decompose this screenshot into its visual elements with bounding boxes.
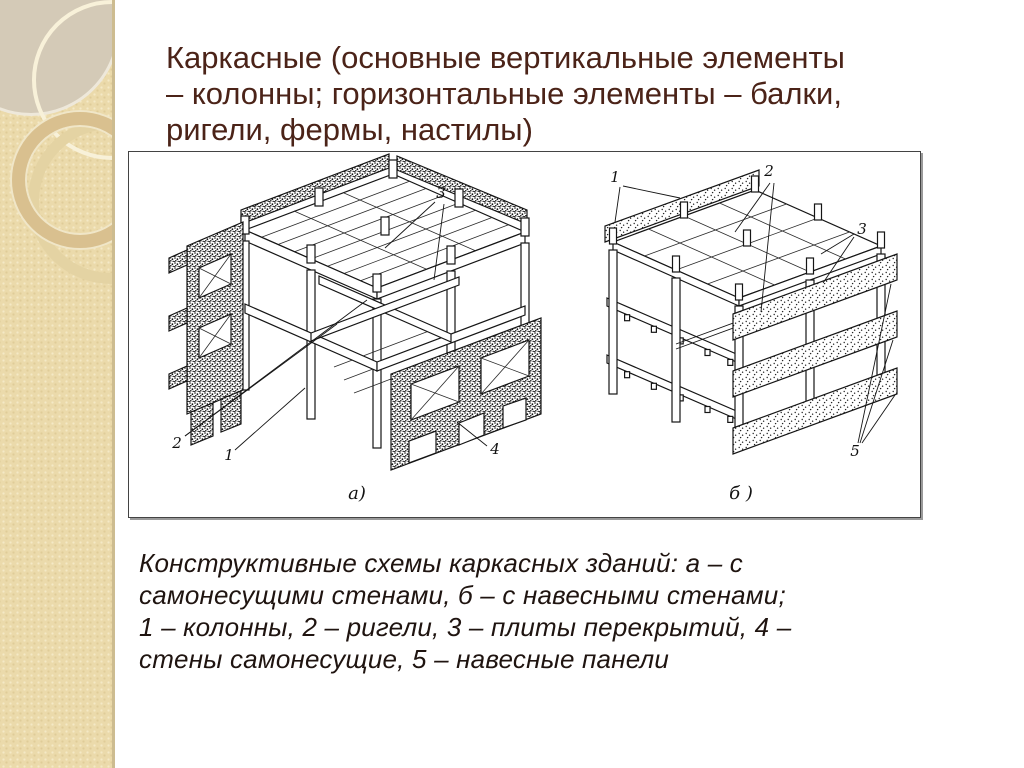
figure-b-label-panels: 5 bbox=[850, 442, 860, 460]
caption-line-4: стены самонесущие, 5 – навесные панели bbox=[139, 644, 670, 674]
figure-frame: 3 2 1 4 а) bbox=[128, 151, 921, 518]
figure-a-label-columns: 1 bbox=[224, 446, 234, 464]
decorative-ring-thick bbox=[12, 112, 112, 248]
figure-b-caption: б ) bbox=[729, 483, 753, 504]
title-line-3: ригели, фермы, настилы) bbox=[166, 112, 533, 147]
figure-a-caption: а) bbox=[348, 483, 366, 504]
figure-a-columns-top bbox=[240, 159, 530, 293]
figure-b-label-columns: 1 bbox=[610, 168, 620, 186]
figure-b: 1 2 3 5 б ) bbox=[604, 162, 898, 504]
caption-line-3: 1 – колонны, 2 – ригели, 3 – плиты перек… bbox=[139, 612, 792, 642]
figure-a-label-girders: 2 bbox=[171, 434, 182, 452]
figure-a-front-wall bbox=[390, 317, 542, 471]
slide-title: Каркасные (основные вертикальные элемент… bbox=[166, 40, 1012, 148]
caption-line-2: самонесущими стенами, б – с навесными ст… bbox=[139, 580, 786, 610]
structural-diagram: 3 2 1 4 а) bbox=[168, 153, 898, 504]
figure-b-curtain-panels bbox=[732, 253, 898, 455]
figure-a-left-wall bbox=[168, 221, 244, 446]
figure-a-label-wall: 4 bbox=[489, 440, 500, 458]
title-line-2: – колонны; горизонтальные элементы – бал… bbox=[166, 76, 842, 111]
figure-a-label-slabs: 3 bbox=[436, 184, 446, 202]
figure-b-label-slabs: 3 bbox=[857, 220, 867, 238]
title-line-1: Каркасные (основные вертикальные элемент… bbox=[166, 40, 845, 75]
figure-a-girders bbox=[244, 275, 526, 372]
caption-line-1: Конструктивные схемы каркасных зданий: а… bbox=[139, 548, 743, 578]
figure-b-columns-top bbox=[608, 175, 886, 301]
figure-a: 3 2 1 4 а) bbox=[168, 153, 542, 504]
figure-b-label-girders: 2 bbox=[763, 162, 774, 180]
sidebar-decoration bbox=[0, 0, 115, 768]
slide-caption: Конструктивные схемы каркасных зданий: а… bbox=[139, 547, 939, 675]
